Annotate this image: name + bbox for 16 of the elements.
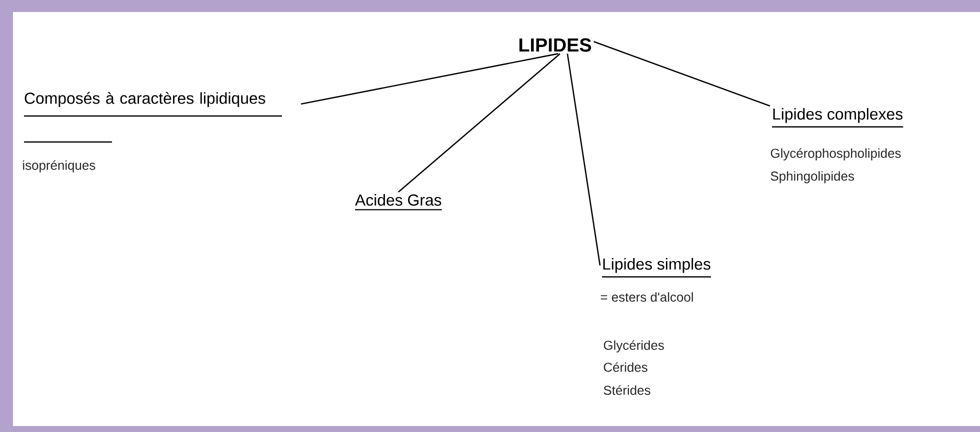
note-text: Sphingolipides xyxy=(770,171,854,184)
note-text: Cérides xyxy=(604,362,648,372)
note-text: Glycérides xyxy=(604,340,664,352)
heading-text: Lipides simples xyxy=(602,258,711,278)
note-text: = esters d'alcool xyxy=(600,292,693,302)
connector-line xyxy=(566,54,601,266)
connector-line xyxy=(594,41,770,107)
heading-text: Lipides complexes xyxy=(772,108,904,128)
note-text: isopréniques xyxy=(23,160,96,172)
heading-text: Composés à caractères lipidiques xyxy=(24,92,282,143)
note-text: Glycérophospholipides xyxy=(770,148,901,160)
title-text: LIPIDES xyxy=(519,38,592,52)
connector-line xyxy=(398,53,560,192)
heading-text: Acides Gras xyxy=(355,194,442,210)
connector-line xyxy=(300,53,558,105)
note-text: Stérides xyxy=(604,385,650,395)
